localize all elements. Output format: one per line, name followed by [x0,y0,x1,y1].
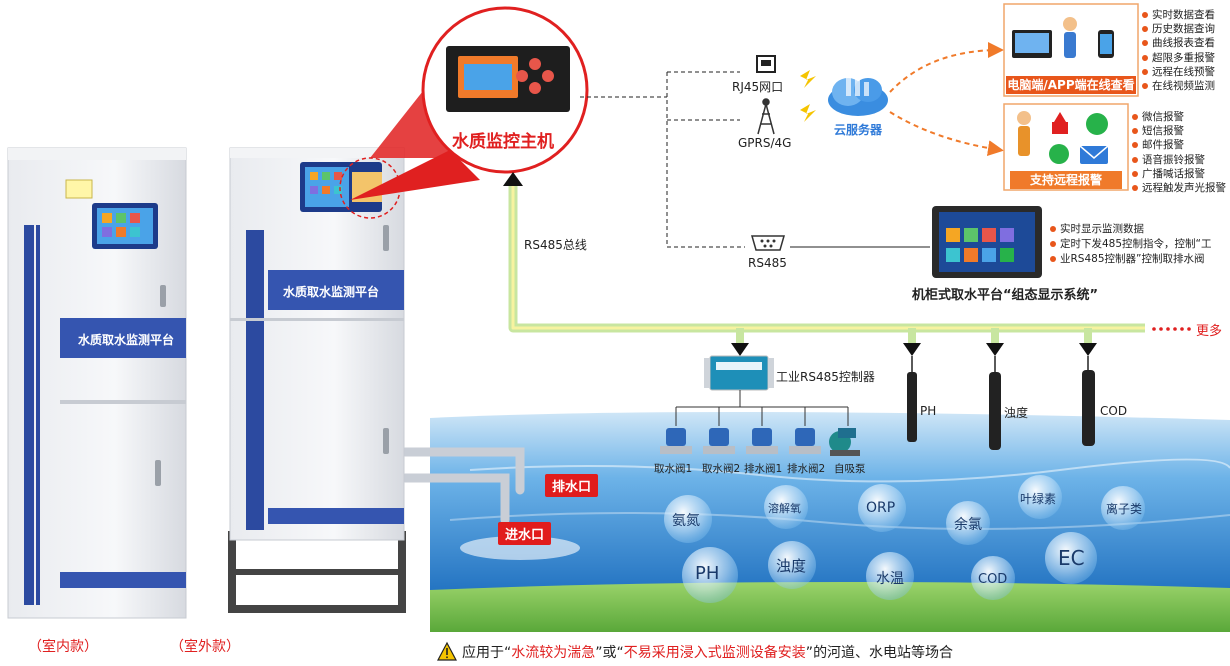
param-dissolved-oxygen: 溶解氧 [768,502,801,515]
tower-icon [757,98,775,135]
display-terminal [932,206,1042,278]
intake-outlet-tag: 进水口 [498,522,552,545]
network-lines [580,71,745,248]
list-item: 曲线报表查看 [1142,36,1215,50]
param-water-temp: 水温 [876,571,904,587]
device-label-4: 排水阀2 [787,463,826,475]
footer-prefix: 应用于 [462,645,504,661]
lightning-icon [800,70,816,122]
list-item: 远程在线预警 [1142,65,1215,79]
device-label-3: 排水阀1 [744,463,783,475]
rs485-bus [508,178,1145,345]
param-ec: EC [1058,546,1085,570]
rs485-controller-icon [704,355,774,391]
controller-wiring [675,390,849,426]
list-item: 短信报警 [1132,124,1226,138]
list-item: 邮件报警 [1132,138,1226,152]
valve-icons [660,428,860,456]
outdoor-label: （室外款） [170,639,240,655]
list-item: 定时下发485控制指令，控制“工 [1050,237,1211,252]
list-item: 在线视频监测 [1142,79,1215,93]
sensor-probes [907,356,1095,450]
outdoor-cabinet [228,147,406,613]
river-scene [430,411,1230,632]
water-pipes [400,447,525,525]
param-turbidity: 浊度 [776,557,807,575]
host-callout [350,6,589,200]
cloud-label: 云服务器 [834,123,883,137]
drain-outlet-tag: 排水口 [545,474,599,497]
sensor-label-ph: PH [920,404,937,418]
footer-middle: 或 [602,645,617,661]
list-item: 实时显示监测数据 [1050,222,1211,237]
param-ammonia: 氨氮 [672,513,700,529]
footer-quote-open-2: “ [616,645,624,661]
param-orp: ORP [866,500,896,516]
list-item: 语音振铃报警 [1132,153,1226,167]
footer-note: 应用于“水流较为湍急”或“不易采用浸入式监测设备安装”的河道、水电站等场合 [462,642,953,662]
rs485-bus-label: RS485总线 [524,238,587,252]
list-item: 历史数据查询 [1142,22,1215,36]
param-ions: 离子类 [1106,502,1143,516]
list-item-continued: 业RS485控制器”控制取排水阀 [1050,252,1211,267]
rj45-label: RJ45网口 [732,80,784,94]
display-system-caption: 机柜式取水平台“组态显示系统” [912,288,1099,303]
controller-label: 工业RS485控制器 [776,370,875,384]
list-item: 远程触发声光报警 [1132,181,1226,195]
host-title: 水质监控主机 [452,132,554,152]
remote-alarm-list: 微信报警 短信报警 邮件报警 语音振铃报警 广播喊话报警 远程触发声光报警 [1132,110,1226,195]
indoor-cabinet-title: 水质取水监测平台 [78,333,175,347]
online-view-banner: 电脑端/APP端在线查看 [1006,76,1136,94]
outdoor-cabinet-title: 水质取水监测平台 [283,285,380,299]
more-label: 更多 [1196,324,1223,339]
sensor-label-turbidity: 浊度 [1004,406,1029,420]
param-chlorophyll: 叶绿素 [1020,492,1057,506]
parameter-bubbles [664,475,1145,603]
param-cod: COD [978,572,1008,587]
rj45-icon [756,55,776,73]
footer-quote-close-1: ” [595,645,603,661]
gprs-label: GPRS/4G [738,136,792,150]
indoor-cabinet [7,147,187,619]
warning-icon [437,641,457,661]
footer-highlight-2: 不易采用浸入式监测设备安装 [623,645,806,661]
bus-arrows [503,172,1097,356]
cloud-icon [828,72,888,116]
more-dots [1152,327,1191,331]
rs485-label: RS485 [748,256,787,270]
device-label-2: 取水阀2 [702,463,741,475]
param-ph: PH [695,563,720,584]
rs485-port-icon [751,235,785,251]
param-residual-chlorine: 余氯 [954,517,982,533]
remote-alarm-banner: 支持远程报警 [1010,171,1122,189]
display-system-list: 实时显示监测数据 定时下发485控制指令，控制“工 业RS485控制器”控制取排… [1050,222,1211,267]
list-item: 实时数据查看 [1142,8,1215,22]
device-label-5: 自吸泵 [834,463,866,475]
footer-suffix: 的河道、水电站等场合 [813,645,954,661]
list-item-text: 业RS485控制器”控制取排水阀 [1060,253,1205,265]
list-item: 微信报警 [1132,110,1226,124]
sensor-label-cod: COD [1100,404,1128,418]
footer-quote-open-1: “ [504,645,512,661]
list-item: 广播喊话报警 [1132,167,1226,181]
footer-highlight-1: 水流较为湍急 [511,645,596,661]
footer-quote-close-2: ” [805,645,814,661]
indoor-label: （室内款） [28,639,98,655]
online-view-list: 实时数据查看 历史数据查询 曲线报表查看 超限多重报警 远程在线预警 在线视频监… [1142,8,1215,93]
list-item: 超限多重报警 [1142,51,1215,65]
device-label-1: 取水阀1 [654,463,693,475]
